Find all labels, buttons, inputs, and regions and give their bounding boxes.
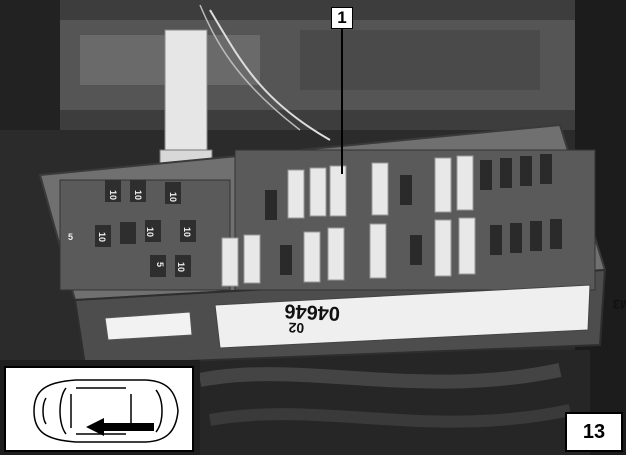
fuse-rating: 10 [168, 192, 178, 202]
fuse-rating: 10 [182, 227, 192, 237]
fuse-rating: 10 [133, 190, 143, 200]
fuse-rating: 10 [97, 232, 107, 242]
fuse-rating: 10 [108, 190, 118, 200]
fuse-rating: 10 [176, 262, 186, 272]
label-code-02: 02 [288, 320, 305, 337]
label-code-m3: M3 [612, 297, 626, 313]
arrow-left-icon [86, 418, 154, 436]
label-code-04646: 04646 [284, 299, 341, 324]
car-top-view-icon [33, 379, 179, 443]
fuse-rating: 10 [145, 227, 155, 237]
location-inset [4, 366, 194, 452]
callout-number: 1 [331, 7, 353, 29]
fuse-rating: 5 [155, 262, 165, 267]
callout-leader-line [341, 29, 343, 174]
figure-number: 13 [565, 412, 623, 452]
fuse-rating: 5 [68, 232, 73, 242]
